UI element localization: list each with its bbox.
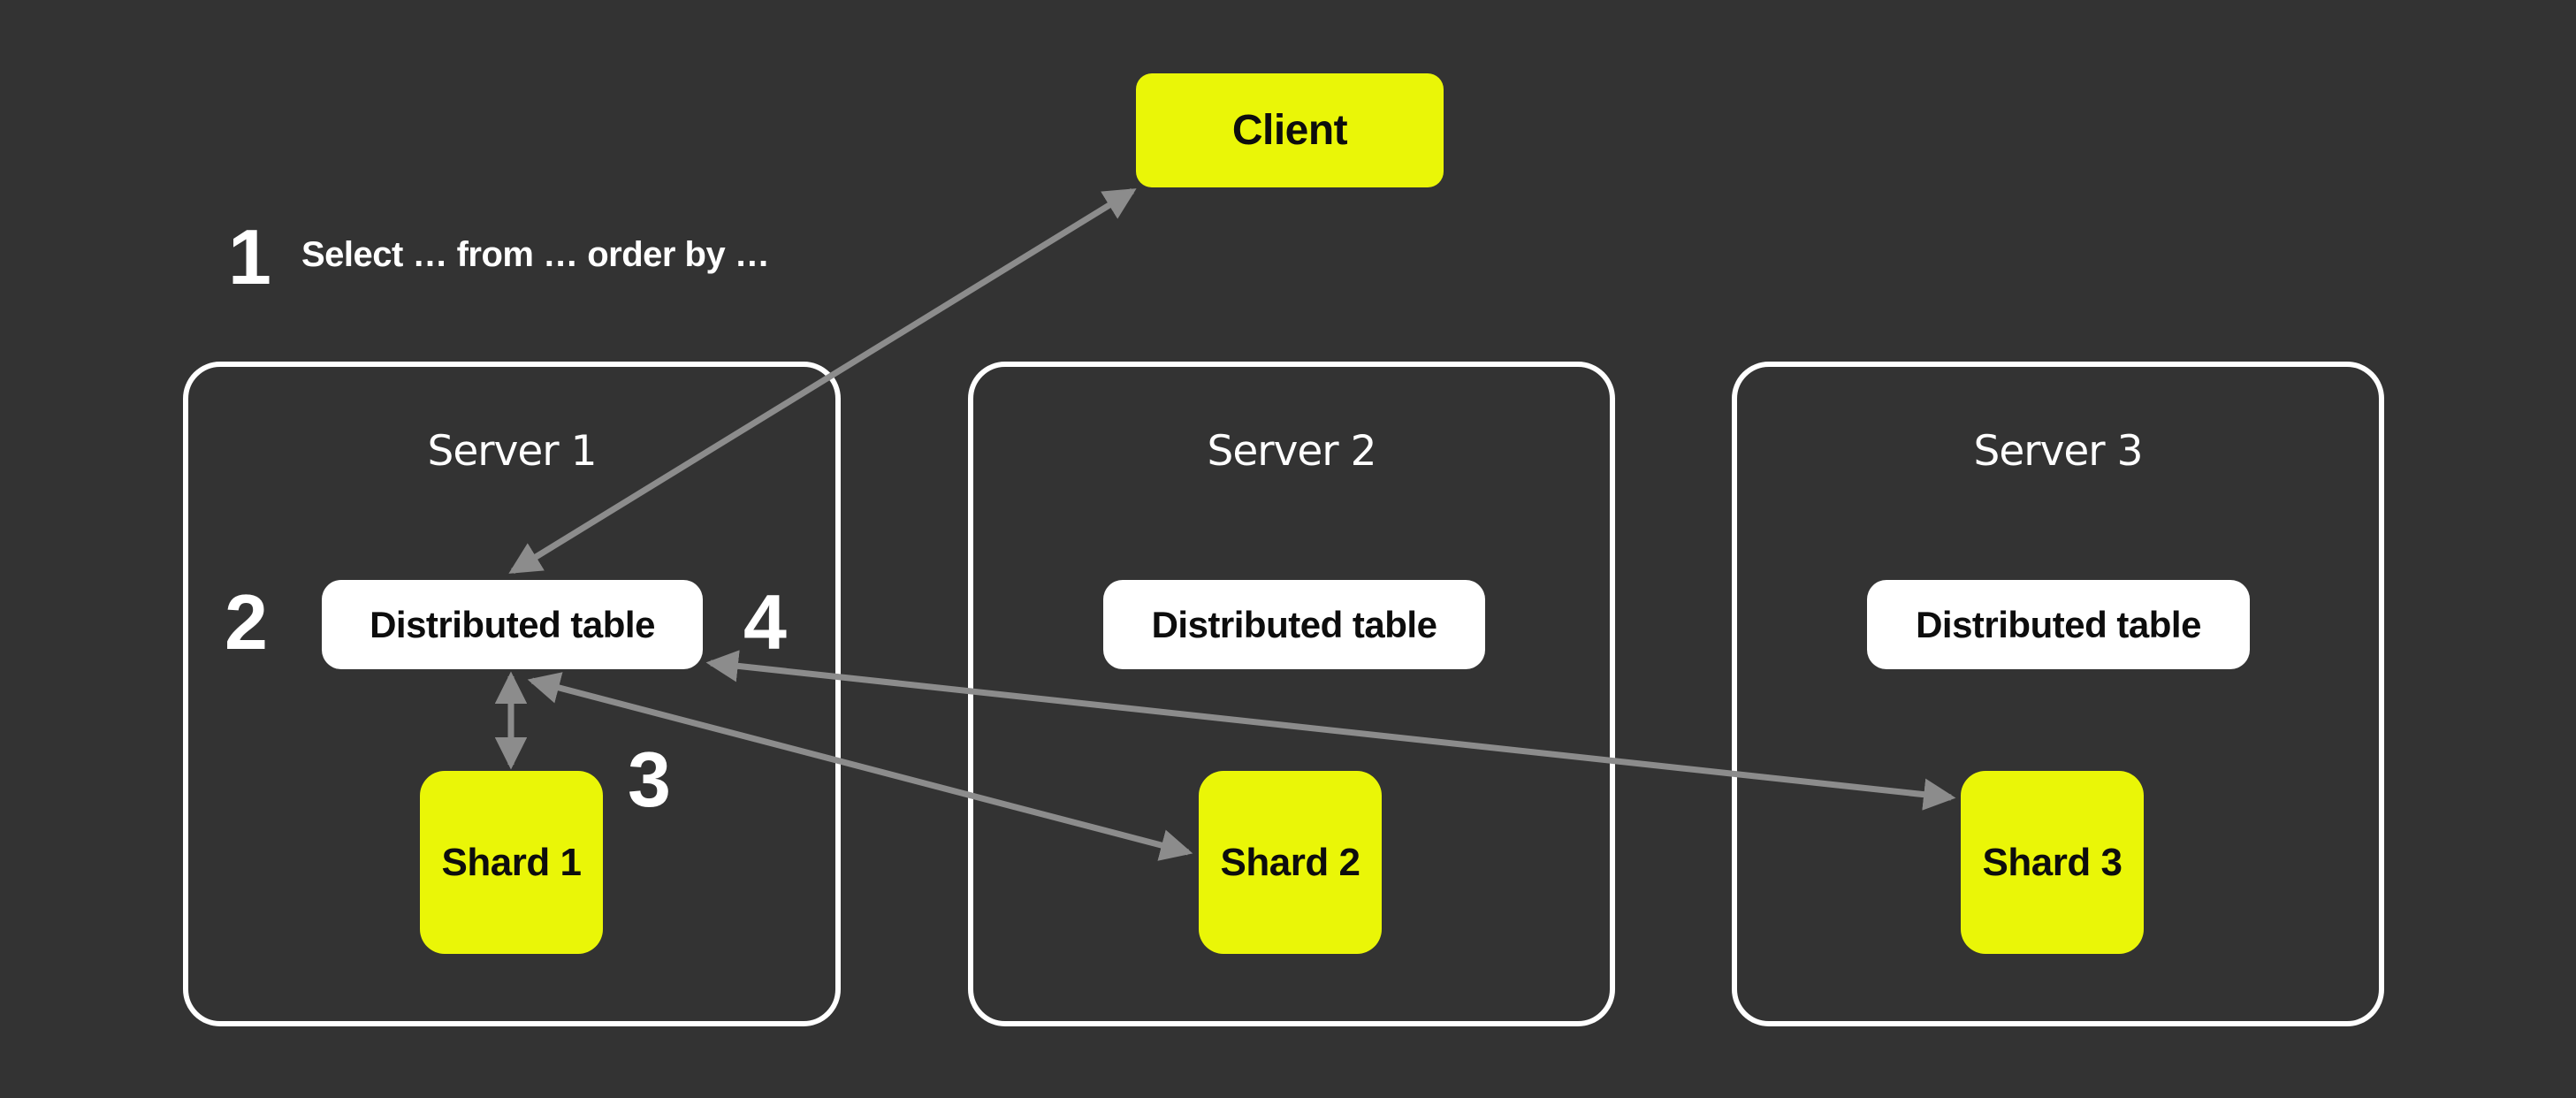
step-3-number: 3	[628, 736, 671, 823]
distributed-table-2: Distributed table	[1103, 580, 1485, 669]
distributed-table-3: Distributed table	[1867, 580, 2250, 669]
shard-3-node: Shard 3	[1961, 771, 2144, 954]
server-3-title: Server 3	[1973, 426, 2144, 476]
server-1-title: Server 1	[427, 426, 598, 476]
step-1-number: 1	[228, 213, 271, 301]
client-label: Client	[1231, 107, 1348, 154]
shard-2-label: Shard 2	[1220, 840, 1360, 884]
shard-2-node: Shard 2	[1199, 771, 1382, 954]
shard-3-label: Shard 3	[1982, 840, 2123, 884]
distributed-table-3-label: Distributed table	[1916, 603, 2201, 645]
step-2-number: 2	[225, 578, 268, 666]
client-node: Client	[1136, 73, 1444, 187]
step-1-label: Select … from … order by …	[301, 235, 770, 274]
distributed-table-1-label: Distributed table	[370, 603, 655, 645]
shard-1-node: Shard 1	[420, 771, 603, 954]
distributed-table-2-label: Distributed table	[1151, 603, 1437, 645]
server-2-title: Server 2	[1207, 426, 1377, 476]
distributed-table-1: Distributed table	[322, 580, 703, 669]
step-4-number: 4	[743, 578, 787, 666]
shard-1-label: Shard 1	[441, 840, 582, 884]
